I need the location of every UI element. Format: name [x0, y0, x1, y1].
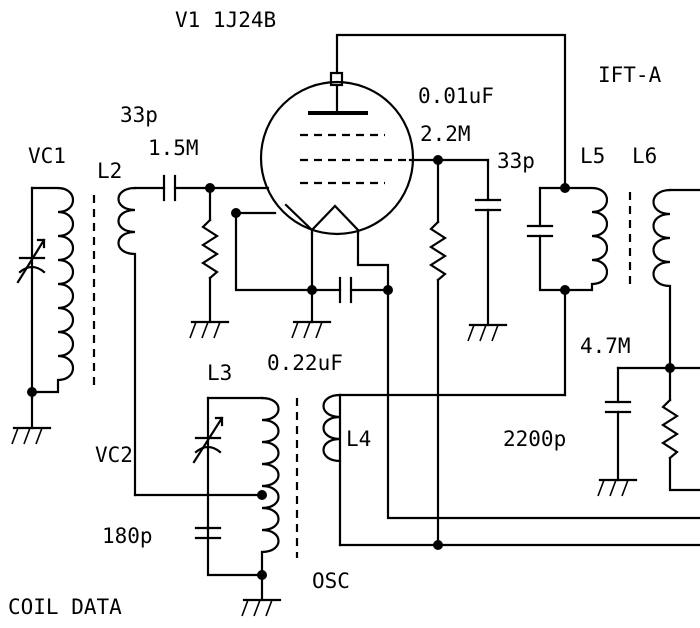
l4-label: L4	[346, 427, 371, 451]
ground-vc1	[11, 426, 52, 445]
agc-cap-label: 2200p	[503, 427, 566, 451]
coil-data-label: COIL DATA	[8, 595, 122, 619]
vc2-label: VC2	[95, 443, 133, 467]
vc1-arrow	[16, 238, 46, 284]
l2-label: L2	[97, 159, 122, 183]
plate-cap-label: 0.01uF	[418, 84, 494, 108]
coil-l2-secondary	[117, 186, 137, 497]
junction-dots	[27, 155, 675, 580]
grid-resistor-1-5m	[200, 218, 220, 280]
tube-envelope	[259, 80, 415, 236]
grid-resistor-label: 1.5M	[148, 136, 199, 160]
tube-filament	[310, 204, 360, 235]
vc2-arrow	[192, 416, 224, 464]
vc1-plate-b	[18, 265, 46, 274]
ground-osc	[241, 598, 282, 617]
ground-cathode	[291, 320, 332, 339]
coil-l3	[260, 396, 280, 577]
ift-cap-label: 33p	[497, 149, 535, 173]
l6-label: L6	[632, 144, 657, 168]
ground-agc-cap	[597, 478, 638, 497]
screen-resistor-label: 2.2M	[420, 122, 471, 146]
vc2-plate-b	[194, 445, 222, 454]
input-cap-label: 33p	[120, 103, 158, 127]
padder-cap-label: 180p	[102, 524, 153, 548]
ground-screen-cap	[467, 323, 508, 342]
l5-label: L5	[580, 144, 605, 168]
l3-label: L3	[207, 361, 232, 385]
osc-cap-label: 0.22uF	[267, 351, 343, 375]
plate-lead	[335, 33, 567, 190]
tube-suppressor-lead	[284, 203, 314, 232]
coil-l5	[563, 186, 609, 292]
ground-grid-resistor	[189, 320, 230, 339]
agc-resistor-4-7m	[660, 398, 680, 460]
antenna-coil-primary	[30, 186, 75, 394]
coil-l6	[652, 188, 672, 370]
vc1-label: VC1	[28, 144, 66, 168]
agc-resistor-label: 4.7M	[580, 334, 631, 358]
tube-label: V1 1J24B	[175, 8, 276, 32]
osc-label: OSC	[312, 569, 350, 593]
filament-supply-lead	[386, 288, 700, 520]
coil-l4	[322, 393, 342, 463]
screen-resistor-2-2m	[428, 220, 448, 282]
tube-v1	[259, 71, 415, 236]
ift-label: IFT-A	[598, 63, 662, 87]
